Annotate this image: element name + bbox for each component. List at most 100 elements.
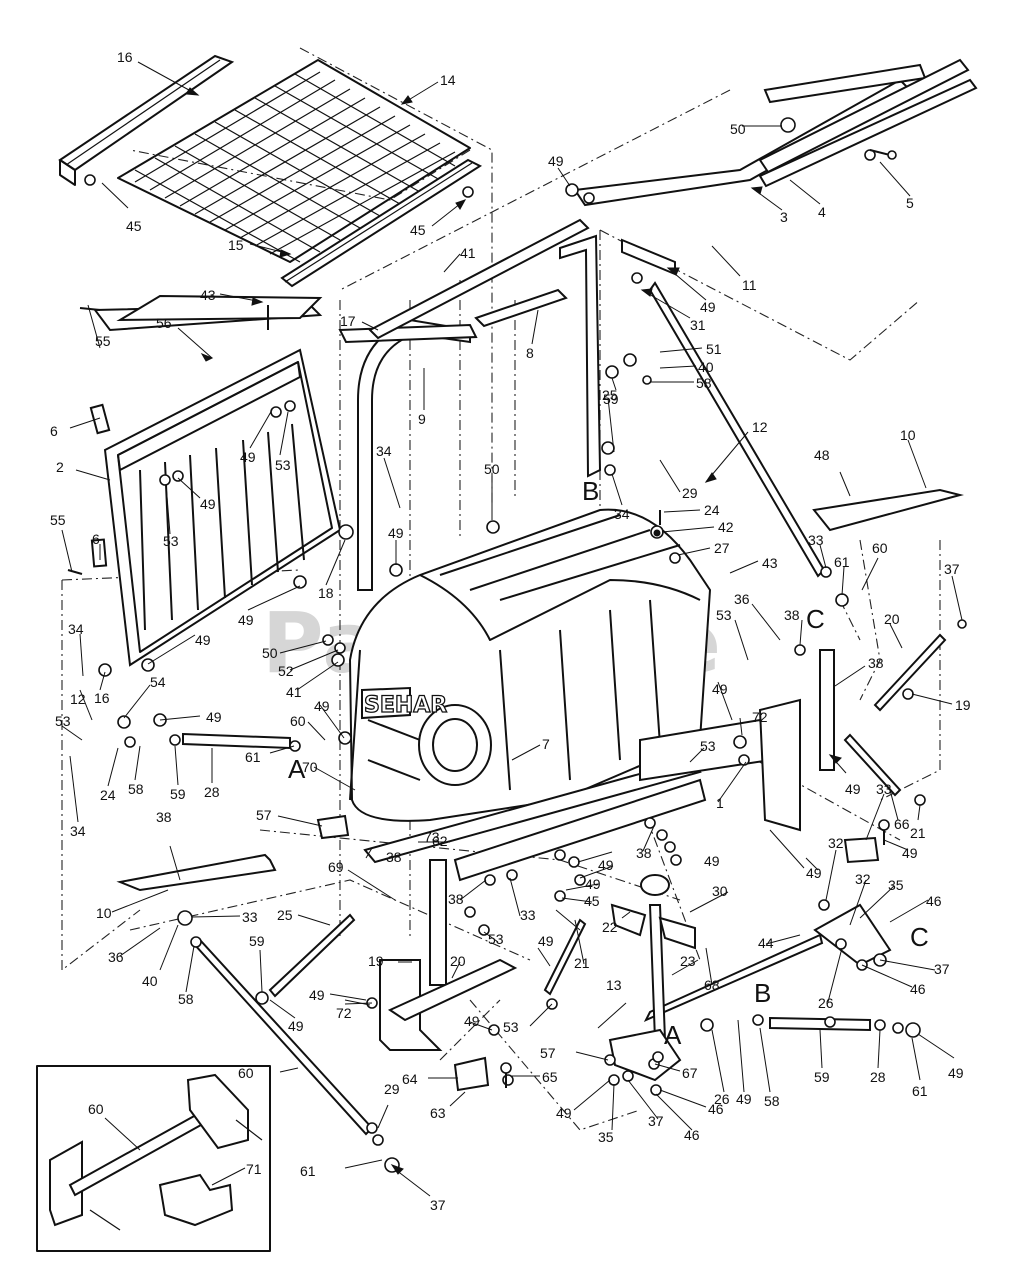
callout-57: 49 bbox=[902, 845, 918, 861]
callout-59: 59 bbox=[170, 786, 186, 802]
callout-49: 26 bbox=[714, 1091, 730, 1107]
callout-34: 34 bbox=[70, 823, 86, 839]
callout-22: 30 bbox=[712, 883, 728, 899]
callout-72: 49 bbox=[309, 987, 325, 1003]
callout-23: 22 bbox=[602, 919, 618, 935]
callout-3: 3 bbox=[780, 209, 788, 225]
callout-73: 71 bbox=[246, 1161, 262, 1177]
callout-60: 49 bbox=[948, 1065, 964, 1081]
callout-20: 38 bbox=[868, 655, 884, 671]
callout-43: 27 bbox=[714, 540, 730, 556]
callout-38: 69 bbox=[328, 859, 344, 875]
callout-12: 25 bbox=[602, 387, 618, 403]
callout-58: 40 bbox=[698, 359, 714, 375]
callout-6: 6 bbox=[50, 423, 58, 439]
callout-17: 17 bbox=[340, 313, 356, 329]
callout-49: 49 bbox=[195, 632, 211, 648]
connection-letters: A B C A B C bbox=[288, 476, 929, 1050]
callout-53: 20 bbox=[450, 953, 466, 969]
callout-28: 59 bbox=[814, 1069, 830, 1085]
callout-10: 48 bbox=[814, 447, 830, 463]
callout-49: 50 bbox=[730, 121, 746, 137]
callout-44: 68 bbox=[704, 977, 720, 993]
callout-29: 60 bbox=[238, 1065, 254, 1081]
callout-49: 46 bbox=[910, 981, 926, 997]
callout-21: 49 bbox=[538, 933, 554, 949]
callout-30: 49 bbox=[704, 853, 720, 869]
callout-28: 28 bbox=[204, 784, 220, 800]
callout-59: 58 bbox=[178, 991, 194, 1007]
callout-5: 5 bbox=[906, 195, 914, 211]
callout-38: 53 bbox=[488, 931, 504, 947]
callout-21: 66 bbox=[894, 816, 910, 832]
callout-49: 33 bbox=[520, 907, 536, 923]
callout-52: 52 bbox=[278, 663, 294, 679]
callout-49: 49 bbox=[206, 709, 222, 725]
callout-9: 9 bbox=[418, 411, 426, 427]
callout-61: 33 bbox=[808, 532, 824, 548]
callout-49: 38 bbox=[448, 891, 464, 907]
callout-11: 49 bbox=[700, 299, 716, 315]
callout-61: 28 bbox=[870, 1069, 886, 1085]
upper-right-brackets bbox=[573, 58, 978, 276]
callout-59: 58 bbox=[764, 1093, 780, 1109]
connection-letter-c: C bbox=[910, 922, 929, 952]
callout-49: 46 bbox=[708, 1101, 724, 1117]
callout-59: 58 bbox=[696, 375, 712, 391]
callout-32: 32 bbox=[828, 835, 844, 851]
callout-67: 57 bbox=[540, 1045, 556, 1061]
callout-36: 37 bbox=[944, 561, 960, 577]
callout-16: 16 bbox=[94, 690, 110, 706]
control-lever bbox=[608, 874, 892, 1082]
callout-6: 6 bbox=[92, 531, 100, 547]
callout-45: 45 bbox=[126, 218, 142, 234]
callout-53: 38 bbox=[784, 607, 800, 623]
callout-38: 62 bbox=[432, 833, 448, 849]
side-panels bbox=[338, 218, 602, 591]
callout-37: 46 bbox=[926, 893, 942, 909]
callout-37: 35 bbox=[598, 1129, 614, 1145]
callout-56: 56 bbox=[156, 315, 172, 331]
callout-19: 49 bbox=[288, 1018, 304, 1034]
callout-54: 54 bbox=[150, 674, 166, 690]
callout-33: 21 bbox=[574, 955, 590, 971]
callout-72: 49 bbox=[712, 681, 728, 697]
connection-letter-a: A bbox=[664, 1020, 682, 1050]
callout-53: 53 bbox=[275, 457, 291, 473]
callout-45: 49 bbox=[585, 876, 601, 892]
callout-63: 64 bbox=[402, 1071, 418, 1087]
callout-60: 61 bbox=[834, 554, 850, 570]
callout-41: 41 bbox=[460, 245, 476, 261]
callout-40: 36 bbox=[108, 949, 124, 965]
callout-34: 34 bbox=[68, 621, 84, 637]
connection-letter-b: B bbox=[582, 476, 599, 506]
support-legs bbox=[379, 649, 835, 1051]
callout-55: 55 bbox=[50, 512, 66, 528]
callout-8: 8 bbox=[526, 345, 534, 361]
callout-24: 34 bbox=[614, 506, 630, 522]
callout-40: 51 bbox=[706, 341, 722, 357]
callout-18: 18 bbox=[318, 585, 334, 601]
callout-36: 25 bbox=[277, 907, 293, 923]
grille-screen-assembly bbox=[58, 54, 483, 288]
callout-7: 53 bbox=[700, 738, 716, 754]
callout-26: 37 bbox=[934, 961, 950, 977]
tank-mount-rails bbox=[363, 718, 772, 882]
fender-brackets bbox=[116, 488, 964, 892]
connection-letter-b: B bbox=[754, 978, 771, 1008]
callout-14: 14 bbox=[440, 72, 456, 88]
callout-53: 72 bbox=[336, 1005, 352, 1021]
callout-71: 60 bbox=[88, 1101, 104, 1117]
callout-49: 49 bbox=[200, 496, 216, 512]
callout-34: 34 bbox=[376, 443, 392, 459]
callout-49: 49 bbox=[314, 698, 330, 714]
callout-25: 33 bbox=[242, 909, 258, 925]
callout-50: 50 bbox=[262, 645, 278, 661]
callout-33: 49 bbox=[845, 781, 861, 797]
callout-4: 4 bbox=[818, 204, 826, 220]
callout-60: 60 bbox=[290, 713, 306, 729]
callout-32: 13 bbox=[606, 977, 622, 993]
callout-46: 26 bbox=[818, 995, 834, 1011]
callout-49: 21 bbox=[910, 825, 926, 841]
